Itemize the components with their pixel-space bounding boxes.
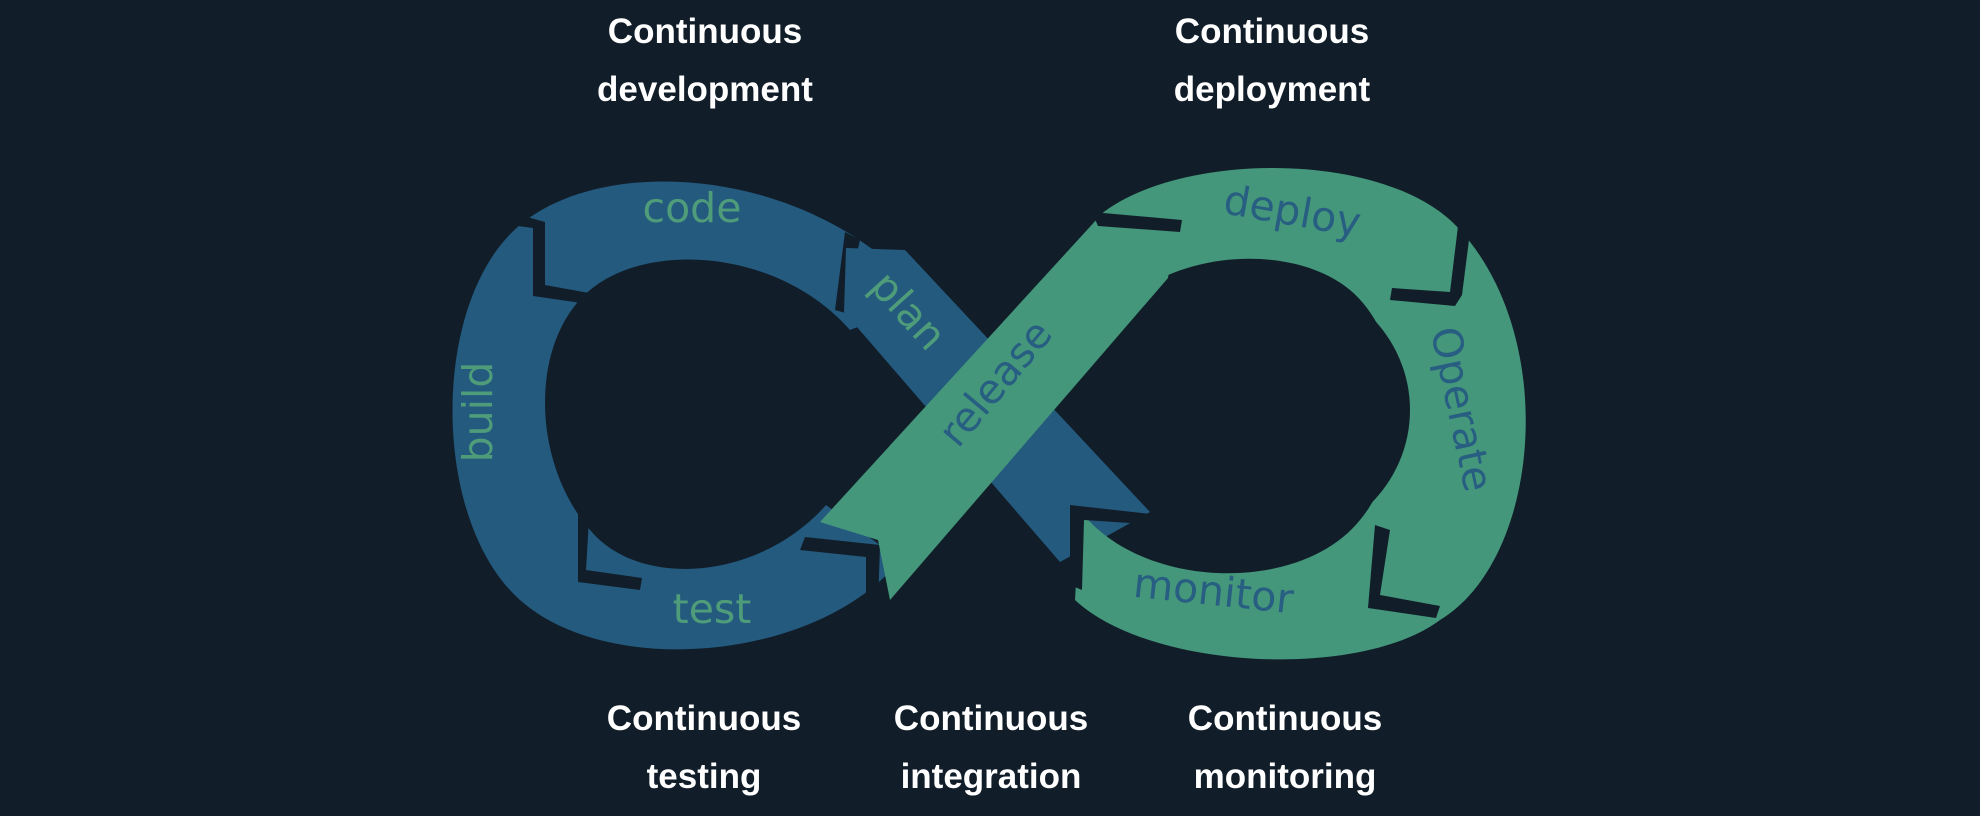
caption-development-line1: Continuous [607,12,803,51]
caption-monitoring-line2: monitoring [1193,757,1377,796]
stage-label-plan: plan [861,262,956,360]
gap-code-build [510,215,600,305]
gap-operate-monitor [1368,525,1440,618]
stage-label-build: build [454,362,502,463]
stage-label-code: code [643,184,742,232]
stage-label-test: test [673,585,752,633]
caption-testing-line1: Continuous [606,699,802,738]
stage-label-deploy: deploy [1220,176,1364,247]
caption-integration-line2: integration [900,757,1082,796]
left-loop-hole [547,280,813,540]
gap-release-top [1092,212,1182,232]
stage-label-monitor: monitor [1131,559,1296,624]
caption-continuous-monitoring: Continuous monitoring [1135,690,1435,806]
caption-continuous-testing: Continuous testing [554,690,854,806]
caption-deployment-line1: Continuous [1174,12,1370,51]
gap-test-release [800,537,880,612]
caption-continuous-integration: Continuous integration [841,690,1141,806]
release-arm [820,218,1176,600]
caption-integration-line1: Continuous [893,699,1089,738]
stage-label-operate: Operate [1421,323,1503,496]
gap-build-test [578,500,642,590]
caption-deployment-line2: deployment [1173,70,1371,109]
caption-development-line2: development [597,70,813,109]
caption-continuous-development: Continuous development [555,3,855,119]
right-loop [1070,167,1526,660]
caption-testing-line2: testing [646,757,762,796]
gap-deploy-operate [1390,226,1470,306]
gap-monitor-release [1070,505,1160,590]
caption-monitoring-line1: Continuous [1187,699,1383,738]
caption-continuous-deployment: Continuous deployment [1122,3,1422,119]
right-loop-hole [1130,275,1410,545]
